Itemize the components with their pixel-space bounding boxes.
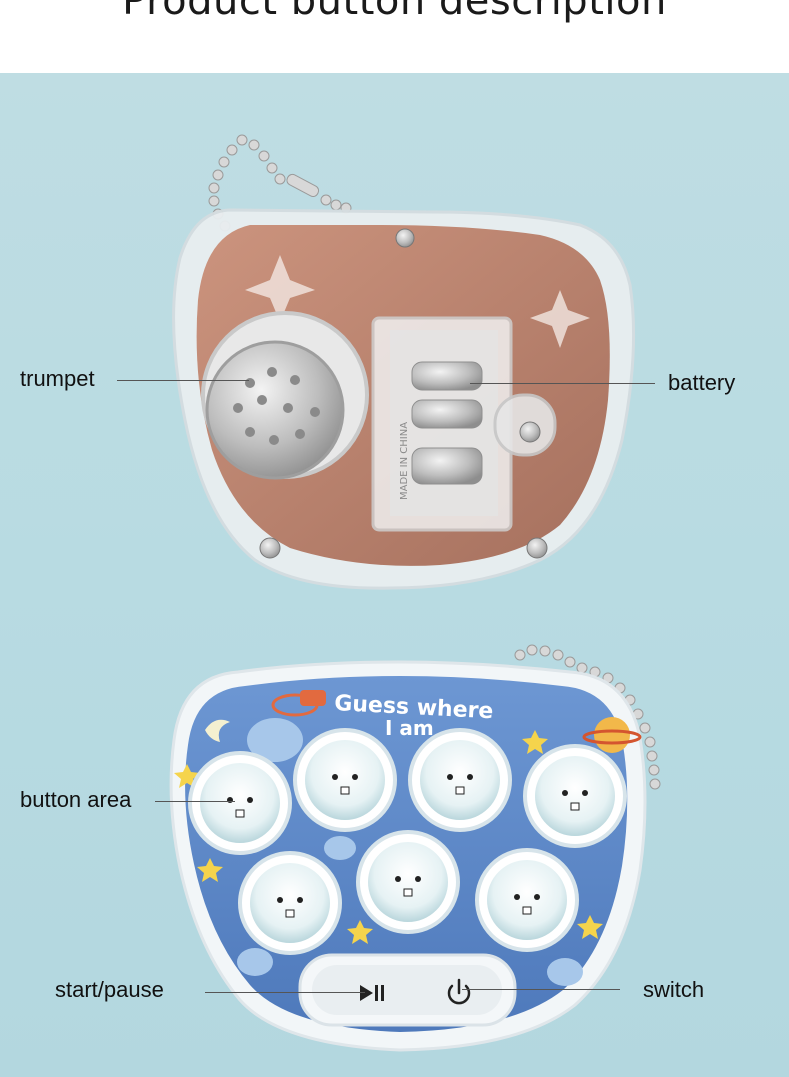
switch-callout-line [462, 989, 620, 990]
mole-button[interactable] [475, 848, 579, 952]
mole-button[interactable] [523, 744, 627, 848]
label-trumpet: trumpet [20, 366, 95, 391]
label-start-pause: start/pause [55, 977, 164, 1002]
brand-text-line2: I am [385, 716, 434, 740]
speaker [201, 311, 369, 480]
button-area[interactable] [188, 728, 627, 955]
device-back-view: MADE IN CHINA [172, 134, 636, 590]
battery-compartment: MADE IN CHINA [371, 316, 557, 532]
mole-button[interactable] [408, 728, 512, 832]
mole-button[interactable] [293, 728, 397, 832]
label-battery: battery [668, 370, 736, 395]
mole-button[interactable] [356, 830, 460, 934]
start-pause-callout-line [205, 992, 365, 993]
page-title: Product button description [122, 0, 667, 24]
label-button-area: button area [20, 787, 132, 812]
mole-button[interactable] [238, 851, 342, 955]
play-pause-icon[interactable] [360, 985, 384, 1001]
power-icon[interactable] [447, 978, 471, 1005]
device-front-view: Guess where I am [169, 644, 661, 1052]
button-area-callout-line [155, 801, 235, 802]
mole-button[interactable] [188, 751, 292, 855]
battery-callout-line [470, 383, 655, 384]
label-switch: switch [643, 977, 705, 1002]
control-bar [298, 953, 517, 1027]
trumpet-callout-line [117, 380, 249, 381]
battery-imprint: MADE IN CHINA [399, 422, 410, 500]
